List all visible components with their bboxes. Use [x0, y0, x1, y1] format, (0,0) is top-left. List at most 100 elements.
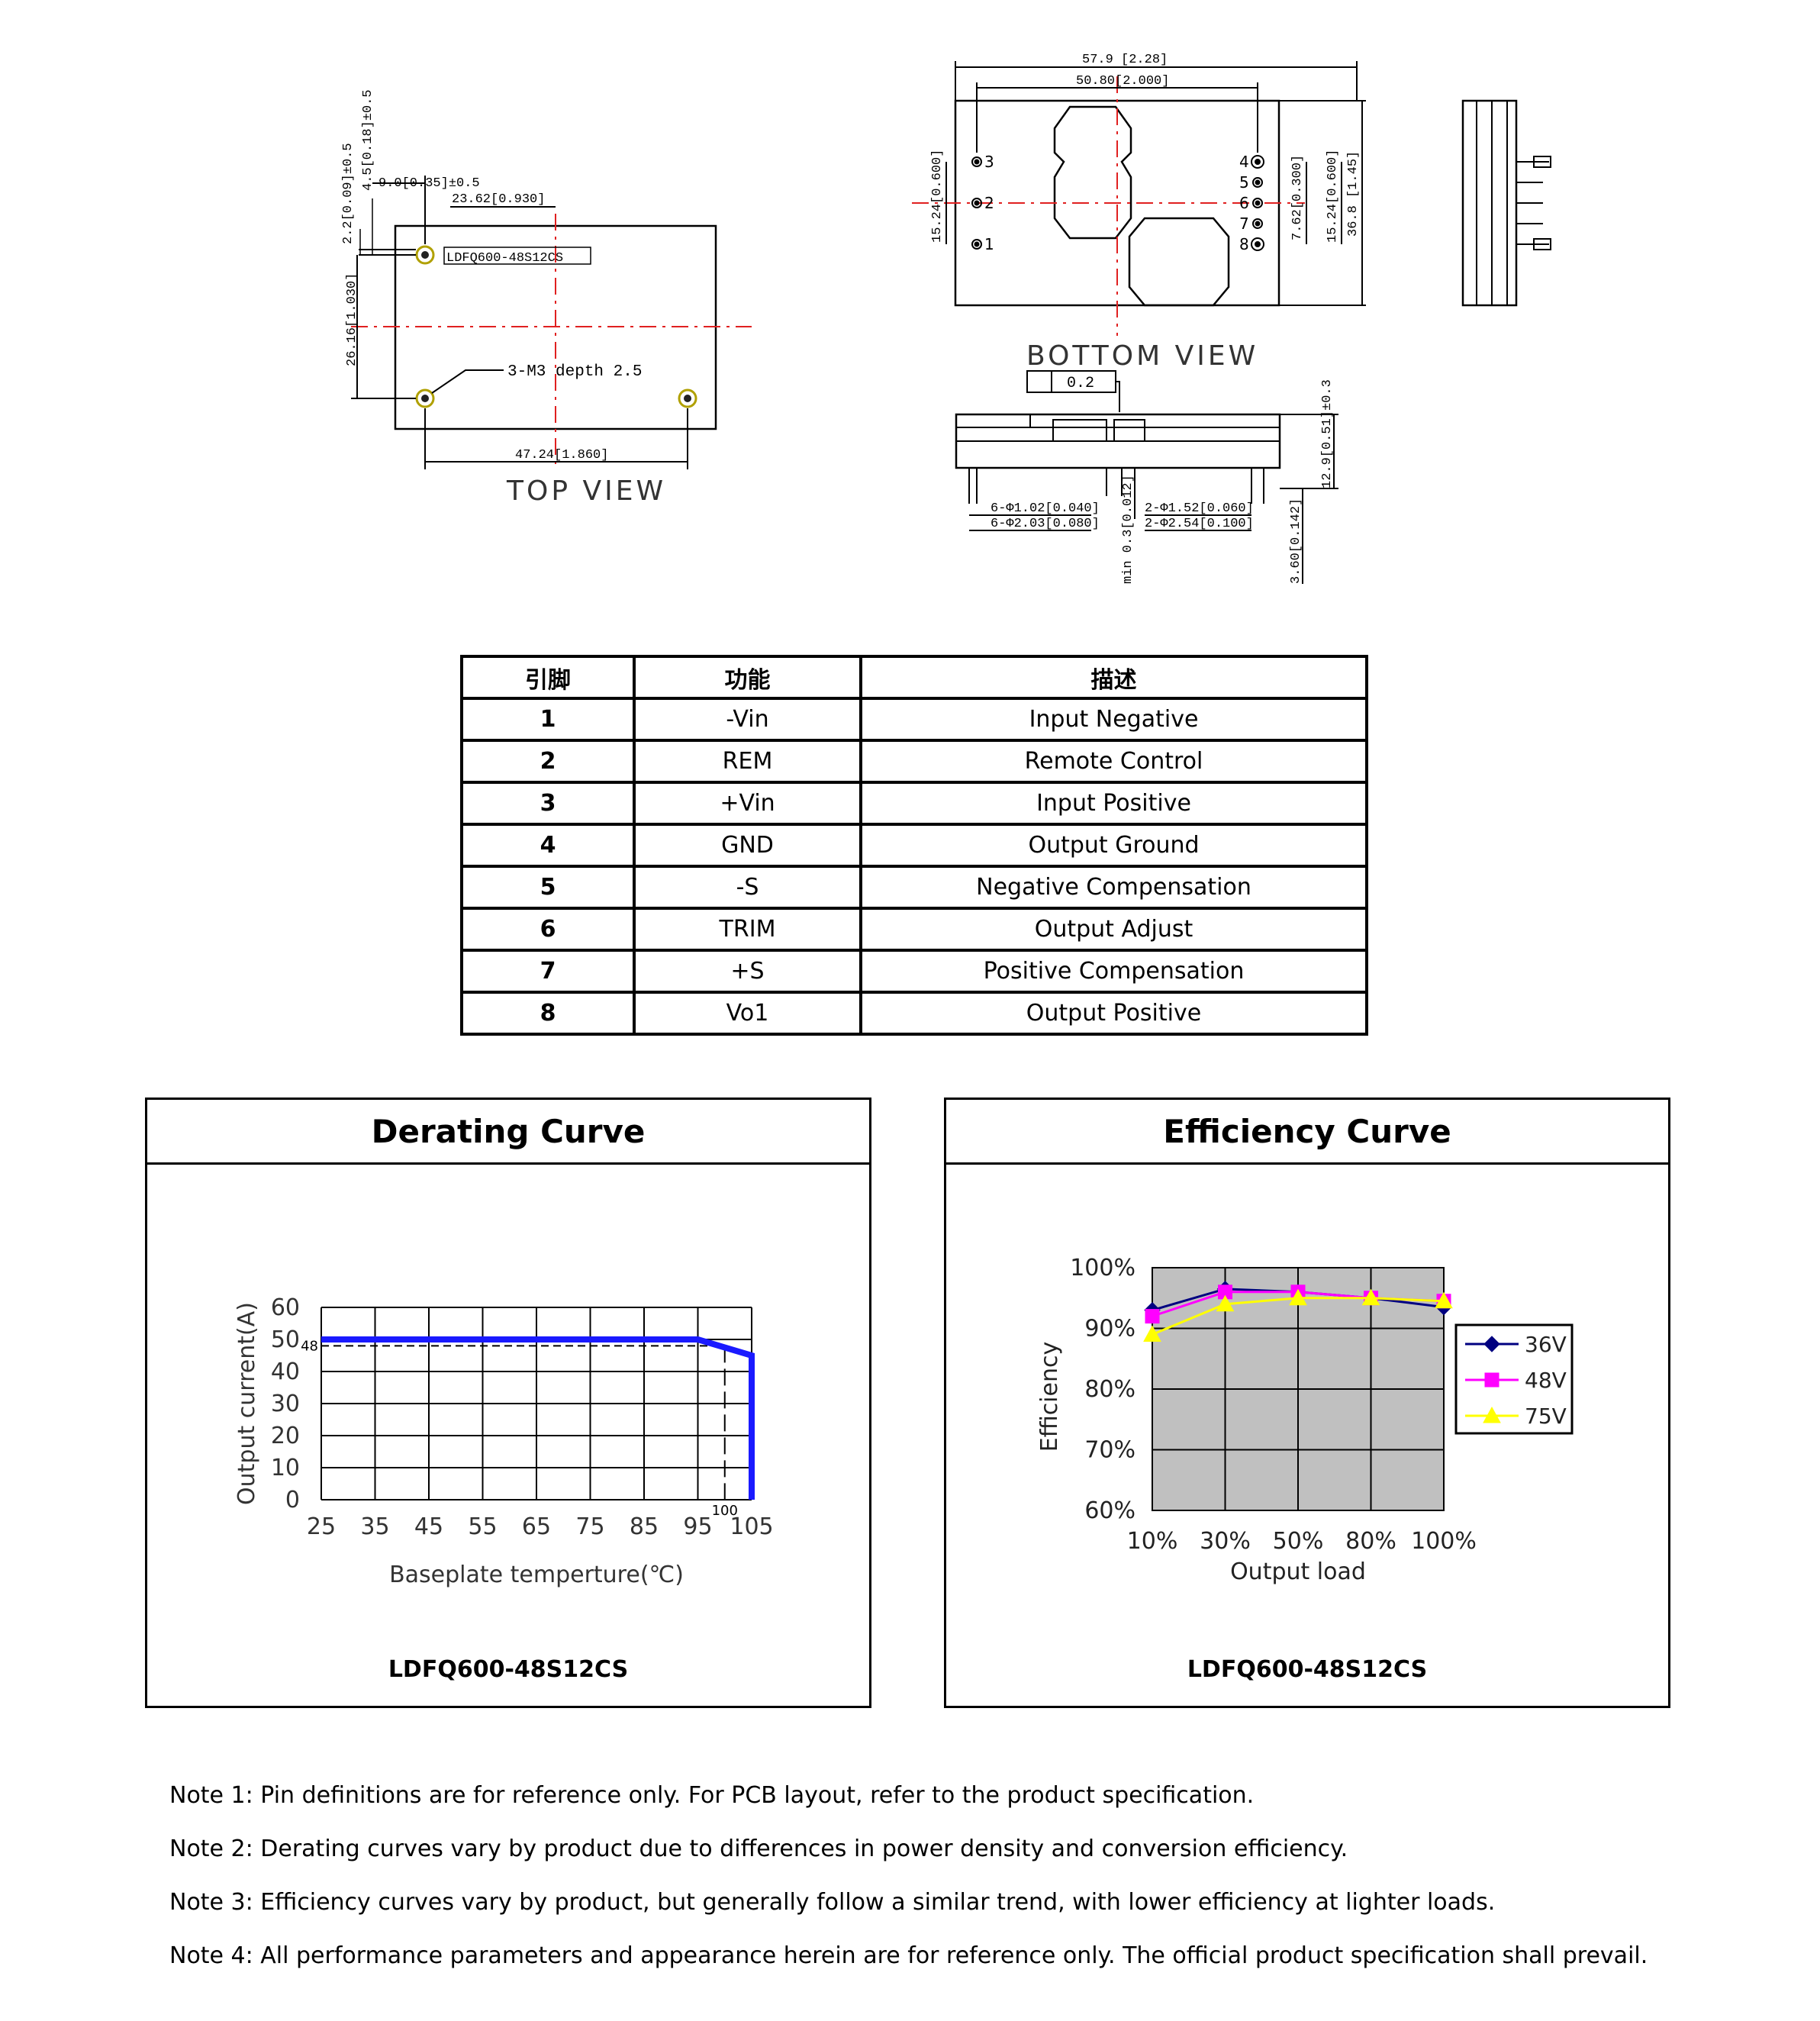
bottom-view-dim-36: 36.8 [1.45]	[1346, 151, 1361, 237]
header-function: 功能	[633, 655, 862, 700]
pin-number: 4	[460, 823, 636, 868]
front-view-flatness: 0.2	[1067, 375, 1094, 392]
x-tick-label: 55	[468, 1513, 497, 1540]
top-view-dim-9: 9.0[0.35]±0.5	[378, 176, 480, 191]
y-tick-label: 60	[271, 1294, 300, 1321]
legend-label-48V: 48V	[1525, 1368, 1567, 1393]
front-view-drawing	[955, 370, 1338, 584]
legend-marker-75V	[1483, 1406, 1501, 1423]
x-tick-label: 10%	[1127, 1528, 1178, 1555]
pin-number: 6	[460, 907, 636, 952]
y-tick-label: 0	[285, 1487, 300, 1513]
pin-function: +S	[633, 949, 862, 994]
x-tick-label: 105	[730, 1513, 773, 1540]
y-tick-label: 60%	[1084, 1497, 1135, 1524]
efficiency-point-75V	[1435, 1291, 1453, 1309]
bottom-view-dim-50: 50.80[2.000]	[1076, 74, 1169, 89]
bottom-view-caption: BOTTOM VIEW	[1026, 340, 1258, 372]
bottom-pin-5: 5	[1239, 173, 1249, 192]
bottom-pin-4: 4	[1239, 153, 1249, 171]
x-tick-label: 80%	[1345, 1528, 1396, 1555]
efficiency-model-label: LDFQ600-48S12CS	[1187, 1656, 1428, 1683]
derating-series-line	[321, 1336, 755, 1500]
pin-number: 7	[460, 949, 636, 994]
efficiency-point-75V	[1143, 1325, 1161, 1342]
legend-label-36V: 36V	[1525, 1332, 1567, 1357]
front-view-dim-p1: 6-Φ1.02[0.040]	[991, 501, 1100, 516]
pin-number: 5	[460, 865, 636, 910]
note-1: Note 1: Pin definitions are for referenc…	[169, 1782, 1255, 1809]
top-view-caption: TOP VIEW	[506, 475, 666, 507]
efficiency-chart: 10%30%50%80%100%60%70%80%90%100%36V48V75…	[1036, 1255, 1574, 1585]
front-view-dim-p4: 2-Φ2.54[0.100]	[1145, 517, 1254, 531]
bottom-pin-8: 8	[1239, 235, 1249, 253]
x-tick-label: 100%	[1411, 1528, 1477, 1555]
top-view-dim-26: 26.16[1.030]	[345, 273, 359, 366]
pin-function: TRIM	[633, 907, 862, 952]
header-description: 描述	[859, 655, 1368, 700]
y-axis-label: Output current(A)	[234, 1302, 260, 1505]
pin-number: 1	[460, 697, 636, 742]
top-view-part-label: LDFQ600-48S12CS	[446, 251, 563, 266]
efficiency-curve-panel: Efficiency Curve 10%30%50%80%100%60%70%8…	[944, 1098, 1670, 1708]
pin-function: Vo1	[633, 991, 862, 1036]
top-view-dim-23: 23.62[0.930]	[452, 192, 545, 207]
pin-description: Negative Compensation	[859, 865, 1368, 910]
y-tick-label: 20	[271, 1423, 300, 1449]
derating-model-label: LDFQ600-48S12CS	[388, 1656, 629, 1683]
pin-number: 3	[460, 781, 636, 826]
pin-description: Input Negative	[859, 697, 1368, 742]
x-tick-label: 95	[683, 1513, 712, 1540]
bottom-pin-2: 2	[984, 194, 994, 212]
pin-number: 8	[460, 991, 636, 1036]
y-tick-label: 10	[271, 1455, 300, 1481]
y-tick-label: 70%	[1084, 1437, 1135, 1464]
mechanical-drawings: 9.0[0.35]±0.5 23.62[0.930] 2.2[0.09]±0.5…	[341, 53, 1551, 584]
y-tick-label: 80%	[1084, 1376, 1135, 1403]
front-view-dim-p7: 3.60[0.142]	[1289, 498, 1303, 584]
top-view-dim-47: 47.24[1.860]	[515, 448, 608, 463]
bottom-view-dim-15-right: 15.24[0.600]	[1326, 150, 1340, 243]
note-4: Note 4: All performance parameters and a…	[169, 1942, 1648, 1969]
y-tick-label: 30	[271, 1391, 300, 1417]
annotation-label-48: 48	[301, 1338, 318, 1354]
pin-function: +Vin	[633, 781, 862, 826]
x-tick-label: 30%	[1200, 1528, 1251, 1555]
y-tick-label: 100%	[1070, 1255, 1135, 1281]
y-tick-label: 90%	[1084, 1316, 1135, 1342]
front-view-dim-p2: 6-Φ2.03[0.080]	[991, 517, 1100, 531]
efficiency-point-75V	[1289, 1288, 1307, 1306]
header-pin: 引脚	[460, 655, 636, 700]
pin-description: Positive Compensation	[859, 949, 1368, 994]
x-tick-label: 85	[630, 1513, 659, 1540]
bottom-pin-3: 3	[984, 153, 994, 171]
pin-description: Input Positive	[859, 781, 1368, 826]
legend-marker-36V	[1483, 1336, 1500, 1352]
top-view-dim-4-5: 4.5[0.18]±0.5	[361, 89, 375, 191]
x-tick-label: 65	[522, 1513, 551, 1540]
y-tick-label: 40	[271, 1359, 300, 1385]
efficiency-curve-title: Efficiency Curve	[946, 1100, 1668, 1165]
side-view-drawing	[1461, 99, 1551, 307]
bottom-view-dim-15-left: 15.24[0.600]	[930, 150, 945, 243]
x-axis-label: Baseplate temperture(℃)	[389, 1562, 684, 1588]
pin-description: Output Adjust	[859, 907, 1368, 952]
pin-function: REM	[633, 739, 862, 784]
x-axis-label: Output load	[1230, 1558, 1366, 1585]
x-tick-label: 25	[307, 1513, 336, 1540]
x-tick-label: 45	[414, 1513, 443, 1540]
x-tick-label: 75	[575, 1513, 604, 1540]
pin-function: -S	[633, 865, 862, 910]
bottom-view-dim-57: 57.9 [2.28]	[1082, 53, 1168, 67]
table-header-row: 引脚 功能 描述	[460, 655, 1368, 700]
front-view-dim-p3: 2-Φ1.52[0.060]	[1145, 501, 1254, 516]
